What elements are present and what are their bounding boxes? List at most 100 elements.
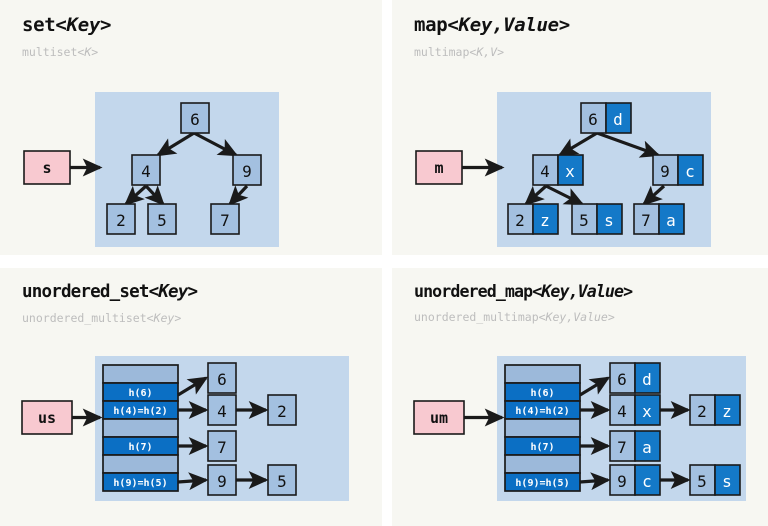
tree-edge-4-2 [124,184,148,206]
chain-node[interactable]: 2 z [689,394,741,426]
chain-node-value: x [642,402,652,421]
hash-bucket-row[interactable] [102,364,179,384]
hash-bucket-row[interactable] [504,454,581,474]
tree-node-key: 2 [116,211,126,230]
chain-arrow-bucket-1 [579,376,611,397]
hash-bucket-row[interactable] [102,454,179,474]
hash-bucket-label: h(7) [128,442,152,453]
chain-node[interactable]: 4 [207,394,237,426]
panel-unordered-map-subtitle-name: unordered_multimap [414,310,539,324]
chain-node[interactable]: 6 [207,362,237,394]
hash-bucket-row[interactable] [504,418,581,438]
tree-node-key: 6 [588,110,598,129]
tree-node-value: s [604,211,614,230]
tree-node[interactable]: 2 [106,203,136,235]
chain-node[interactable]: 4 x [609,394,661,426]
chain-arrow-bucket-6 [579,472,611,491]
hash-bucket-row[interactable] [504,364,581,384]
panel-map-subtitle-name: multimap [414,45,470,59]
hash-bucket-array: h(6) h(4)=h(2) h(7) h(9)=h(5) [102,364,179,492]
hash-bucket-array: h(6) h(4)=h(2) h(7) h(9)=h(5) [504,364,581,492]
panel-map-title: map<Key,Value> [414,14,768,36]
tree-node-root[interactable]: 6 [180,102,210,134]
panel-unordered-map: unordered_map<Key,Value> unordered_multi… [392,268,768,526]
tree-node-value: d [613,110,623,129]
tree-edge-4-5 [144,184,165,206]
chain-node[interactable]: 9 [207,464,237,496]
hash-bucket-label: h(9)=h(5) [515,478,569,489]
chain-node[interactable]: 5 [267,464,297,496]
panel-unordered-set-title: unordered_set<Key> [22,282,382,302]
chain-node[interactable]: 2 [267,394,297,426]
chain-node[interactable]: 7 [207,430,237,462]
chain-node[interactable]: 5 s [689,464,741,496]
tree-node[interactable]: 7 [210,203,240,235]
panel-unordered-map-subtitle-params: <Key,Value> [538,310,615,324]
panel-map-header: map<Key,Value> multimap<K,V> [392,0,768,59]
hash-bucket-row[interactable] [102,418,179,438]
hash-bucket-label: h(7) [530,442,554,453]
tree-node-key: 7 [220,211,230,230]
handle-box-m[interactable]: m [415,150,463,185]
hash-bucket-label: h(4)=h(2) [515,406,569,417]
handle-box-um[interactable]: um [413,400,465,435]
handle-box-s[interactable]: s [23,150,71,185]
panel-set: set<Key> multiset<K> s [0,0,382,255]
tree-edge-9-7 [642,184,666,206]
chain-node[interactable]: 6 d [609,362,661,394]
chain-node-value: d [642,370,652,389]
chain-node-key: 5 [277,472,287,491]
chain-node[interactable]: 9 c [609,464,661,496]
panel-set-subtitle-params: <K> [77,45,99,59]
tree-node-value: x [565,162,575,181]
panel-map-subtitle-params: <K,V> [469,45,505,59]
chain-node-key: 4 [217,402,227,421]
tree-node[interactable]: 7 a [633,203,685,235]
chain-node-key: 7 [617,438,627,457]
diagram-unordered-map: um h(6) h(4)=h(2) h(7) h(9)=h(5) [392,268,768,526]
hash-bucket-label: h(6) [530,388,554,399]
chain-node[interactable]: 7 a [609,430,661,462]
tree-node[interactable]: 9 c [652,154,704,186]
tree-node-key: 4 [141,162,151,181]
panel-set-title-params: <Key> [55,14,112,36]
tree-node-key: 6 [190,110,200,129]
chain-node-value: a [642,438,652,457]
panel-map-title-params: <Key,Value> [447,14,570,36]
chain-node-value: s [722,472,732,491]
tree-node-root[interactable]: 6 d [580,102,632,134]
panel-unordered-map-header: unordered_map<Key,Value> unordered_multi… [392,268,768,324]
tree-node[interactable]: 4 x [532,154,584,186]
tree-node[interactable]: 2 z [507,203,559,235]
chain-node-key: 6 [217,370,227,389]
hash-bucket-label: h(9)=h(5) [113,478,167,489]
tree-node-key: 5 [579,211,589,230]
chain-node-key: 2 [277,402,287,421]
tree-edge-6-4 [155,131,195,157]
tree-node-key: 9 [242,162,252,181]
panel-set-title-name: set [22,14,56,36]
chain-node-key: 7 [217,438,227,457]
handle-box-us[interactable]: us [21,400,73,435]
handle-label-um: um [430,409,448,427]
chain-arrow-bucket-6 [177,472,209,491]
handle-label-m: m [434,159,443,177]
panel-set-title: set<Key> [22,14,382,36]
tree-node[interactable]: 9 [232,154,262,186]
panel-unordered-set-header: unordered_set<Key> unordered_multiset<Ke… [0,268,382,325]
panel-set-subtitle-name: multiset [22,45,78,59]
handle-label-s: s [42,159,51,177]
tree-node[interactable]: 5 s [571,203,623,235]
chain-node-key: 5 [697,472,707,491]
tree-node[interactable]: 4 [131,154,161,186]
tree-node[interactable]: 5 [147,203,177,235]
panel-map-title-name: map [414,14,448,36]
chain-node-key: 9 [217,472,227,491]
diagram-map: m 6 d 4 [392,0,768,255]
tree-edge-4-2 [524,184,548,206]
hash-bucket-label: h(4)=h(2) [113,406,167,417]
chain-node-key: 4 [617,402,627,421]
diagram-unordered-set: us h(6) h(4)=h(2) h(7) h(9)=h(5) [0,268,382,526]
tree-node-key: 5 [157,211,167,230]
tree-node-key: 2 [515,211,525,230]
